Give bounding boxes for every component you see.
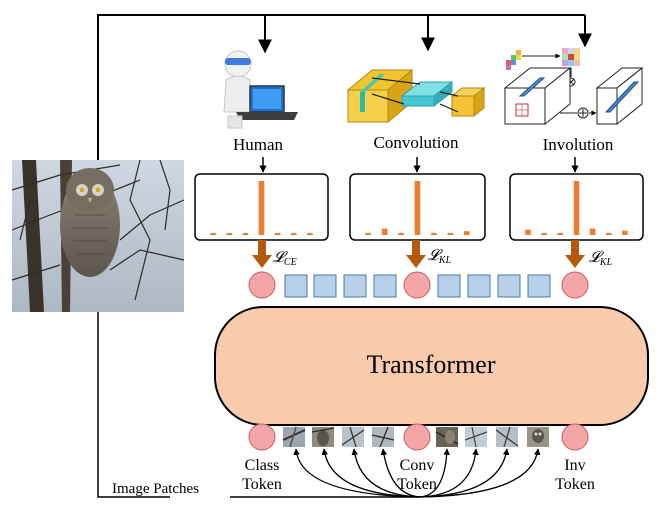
transformer-block bbox=[214, 306, 649, 426]
image-patch bbox=[341, 426, 365, 448]
image-patch bbox=[371, 426, 395, 448]
distribution-bar-involution bbox=[622, 230, 628, 235]
image-patch bbox=[464, 426, 488, 448]
distribution-bar-convolution bbox=[381, 228, 388, 235]
loss-arrows bbox=[252, 240, 585, 268]
image-patch bbox=[311, 427, 335, 447]
image-patch-thumbnails bbox=[282, 426, 549, 448]
distribution-bar-involution bbox=[573, 181, 580, 235]
patch-token-output bbox=[527, 274, 551, 298]
patch-connection-arrows bbox=[293, 448, 541, 498]
class-token-input bbox=[248, 423, 276, 451]
distribution-bar-convolution bbox=[447, 233, 454, 235]
patch-token-output bbox=[497, 274, 521, 298]
distribution-bar-human bbox=[210, 233, 216, 235]
inv-token-output bbox=[561, 271, 589, 299]
connection-lines bbox=[97, 14, 592, 498]
distribution-bar-human bbox=[258, 181, 265, 235]
distribution-bar-human bbox=[291, 233, 297, 235]
inv-token-label-line2: Token bbox=[555, 476, 595, 493]
loss-arrow-involution bbox=[565, 240, 585, 268]
image-patches-label: Image Patches bbox=[112, 481, 199, 497]
distribution-bar-convolution bbox=[365, 233, 371, 235]
distribution-bar-human bbox=[242, 233, 249, 235]
distribution-bar-human bbox=[307, 233, 313, 235]
distribution-bar-involution bbox=[557, 233, 564, 235]
inv-token-label-line1: Inv bbox=[564, 457, 585, 474]
teacher-label-convolution: Convolution bbox=[373, 133, 459, 152]
loss-label-kl-conv: 𝓛KL bbox=[428, 248, 452, 266]
patch-token-output bbox=[343, 274, 367, 298]
conv-token-label-line1: Conv bbox=[400, 457, 435, 474]
person-with-laptop-icon bbox=[223, 50, 298, 129]
distribution-bar-involution bbox=[541, 233, 547, 235]
conv-token-label-line2: Token bbox=[397, 476, 437, 493]
distribution-bar-convolution bbox=[414, 181, 421, 235]
distribution-bar-convolution bbox=[398, 233, 404, 235]
teacher-label-involution: Involution bbox=[543, 135, 614, 154]
distribution-bar-human bbox=[274, 233, 281, 235]
loss-label-ce: 𝓛CE bbox=[273, 250, 297, 268]
image-patch bbox=[282, 426, 306, 448]
conv-token-output bbox=[403, 271, 431, 299]
patch-token-output bbox=[467, 274, 491, 298]
input-image bbox=[11, 159, 185, 312]
image-patch bbox=[435, 427, 459, 447]
inv-token-input bbox=[561, 423, 589, 451]
loss-arrow-convolution bbox=[406, 240, 426, 268]
teacher-label-human: Human bbox=[233, 135, 284, 154]
distribution-bar-involution bbox=[525, 229, 531, 235]
distribution-bar-involution bbox=[589, 228, 596, 235]
distribution-bar-involution bbox=[606, 233, 612, 235]
patch-token-output bbox=[313, 274, 337, 298]
patch-token-output bbox=[373, 274, 397, 298]
distribution-bar-human bbox=[226, 233, 232, 235]
image-patch bbox=[527, 427, 549, 447]
patch-token-output bbox=[437, 274, 461, 298]
conv-token-input bbox=[403, 423, 431, 451]
image-patch bbox=[495, 426, 519, 448]
class-token-label-line1: Class bbox=[245, 457, 280, 474]
patch-token-output bbox=[284, 274, 308, 298]
distribution-bar-convolution bbox=[463, 231, 470, 235]
distribution-bar-convolution bbox=[431, 233, 437, 235]
class-token-label-line2: Token bbox=[242, 476, 282, 493]
class-token-output bbox=[248, 271, 276, 299]
output-token-row bbox=[248, 271, 589, 299]
loss-arrow-human bbox=[252, 240, 272, 268]
transformer-label: Transformer bbox=[366, 350, 495, 379]
involution-kernel-icon bbox=[503, 48, 644, 126]
convolution-blocks-icon bbox=[346, 68, 486, 124]
input-token-row bbox=[248, 423, 589, 451]
loss-label-kl-inv: 𝓛KL bbox=[589, 250, 613, 268]
distribution-boxes bbox=[194, 173, 644, 241]
